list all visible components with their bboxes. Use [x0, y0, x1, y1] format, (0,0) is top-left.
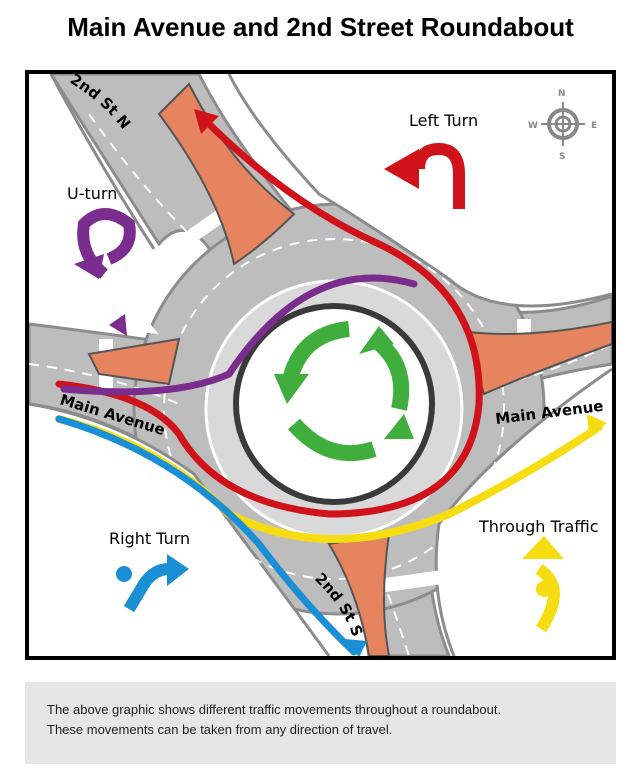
- compass-n: N: [558, 89, 566, 99]
- caption-line-2: These movements can be taken from any di…: [47, 722, 393, 737]
- left-turn-arrowhead: [194, 109, 219, 134]
- outer-green-area-west: [29, 404, 329, 656]
- through-legend-arrowhead: [522, 536, 564, 559]
- right-turn-legend-icon: [123, 563, 170, 613]
- left-turn-legend-arrowhead: [384, 149, 419, 189]
- caption-box: The above graphic shows different traffi…: [25, 682, 616, 764]
- u-turn-arrowhead: [109, 314, 127, 336]
- left-turn-label: Left Turn: [409, 111, 478, 130]
- left-turn-legend-icon: [413, 142, 465, 209]
- outer-green-area-northeast: [229, 74, 612, 306]
- center-arrowheads: [274, 326, 414, 439]
- splitter-islands: [87, 82, 612, 656]
- outer-green-area-northwest: [29, 74, 159, 334]
- through-legend-icon: [535, 564, 561, 633]
- right-turn-legend-arrowhead: [167, 554, 189, 586]
- road-edge-lines: [29, 74, 612, 656]
- outer-green-area-southeast: [436, 369, 612, 656]
- caption-line-1: The above graphic shows different traffi…: [47, 702, 502, 717]
- compass-rose: N S E W: [528, 89, 597, 162]
- u-turn-legend-icon: [77, 208, 136, 279]
- roundabout-diagram: 2nd St N 2nd St S Main Avenue Main Avenu…: [29, 74, 612, 656]
- north-splitter-island: [157, 82, 296, 266]
- right-turn-legend-dot: [116, 566, 132, 582]
- through-arrowhead: [587, 414, 607, 436]
- west-splitter-island: [87, 337, 181, 386]
- compass-e: E: [591, 121, 597, 131]
- u-turn-path-visible: [60, 274, 418, 396]
- right-turn-label: Right Turn: [109, 529, 190, 548]
- page-title: Main Avenue and 2nd Street Roundabout: [67, 12, 574, 42]
- left-turn-path: [55, 115, 483, 518]
- u-turn-legend-arrowhead: [74, 254, 104, 279]
- south-splitter-island: [327, 532, 391, 656]
- compass-w: W: [528, 121, 538, 131]
- right-turn-path: [55, 415, 358, 656]
- through-traffic-label: Through Traffic: [478, 517, 599, 536]
- diagram-frame: 2nd St N 2nd St S Main Avenue Main Avenu…: [25, 70, 616, 660]
- u-turn-label: U-turn: [67, 184, 117, 203]
- right-turn-arrowhead: [345, 639, 367, 656]
- compass-s: S: [559, 152, 565, 162]
